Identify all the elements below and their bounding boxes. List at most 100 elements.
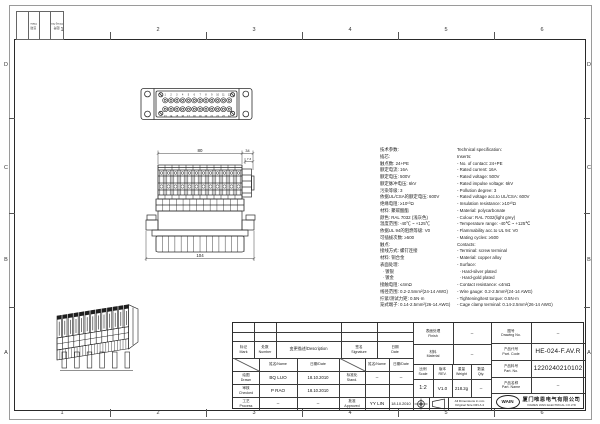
grid-ref: 1 <box>60 410 64 416</box>
contact-pin-bore <box>169 107 173 111</box>
terminal-screw <box>187 184 192 189</box>
contact-pin-bore <box>163 107 167 111</box>
iso-leg <box>74 351 80 369</box>
contact-number: 3 <box>176 94 178 97</box>
tb-line <box>491 323 492 410</box>
contact-number: 4 <box>182 94 184 97</box>
terminal-screw <box>222 171 227 175</box>
iso-leg <box>124 351 130 369</box>
dim-label-7-3: 7.3 <box>247 157 252 161</box>
isometric-view <box>56 304 139 371</box>
contact-pin-bore <box>222 99 225 102</box>
grid-ref: 3 <box>252 27 256 33</box>
grid-tick <box>9 118 15 119</box>
dimensions <box>144 150 256 261</box>
terminal-screw <box>180 184 185 189</box>
contact-pin-bore <box>227 107 231 111</box>
dimensions-note: All Dimensions in mm Original Size DIN A… <box>454 398 485 407</box>
contact-pin-bore <box>192 107 196 111</box>
terminal-screw <box>215 184 220 189</box>
contact-number: 6 <box>194 94 196 97</box>
tb-line <box>413 364 491 365</box>
terminal-screw <box>194 171 199 175</box>
company-block: WAIN 厦门唯恩电气有限公司 XIAMEN WAIN ELECTRICAL C… <box>491 393 585 410</box>
tb-line <box>448 397 449 410</box>
finish-value: – <box>470 331 474 336</box>
grid-ref: C <box>587 165 591 171</box>
iso-terminal-cap <box>57 315 62 320</box>
iso-terminal-cap <box>96 309 101 314</box>
contact-pin-bore <box>227 99 231 102</box>
qty-value: – <box>479 385 483 391</box>
approved-name: YY LIN <box>369 401 385 406</box>
contact-pin <box>226 106 233 113</box>
grid-ref: 3 <box>252 410 256 416</box>
part-no-value: 1220240210102 <box>533 365 583 372</box>
iso-terminal-cap <box>113 306 118 311</box>
lower-skirt <box>155 236 245 252</box>
grid-tick <box>494 409 495 417</box>
contact-number: 21 <box>210 115 213 118</box>
contact-pin <box>214 106 221 113</box>
grid-ref: 5 <box>444 27 448 33</box>
grid-ref: A <box>587 350 591 356</box>
contact-pin-bore <box>198 99 202 102</box>
grid-ref: 2 <box>156 410 160 416</box>
contact-number: 10 <box>216 94 219 97</box>
contact-pin <box>203 106 209 113</box>
contact-pin <box>197 97 203 104</box>
spec-text-english: Technical specification: Inserts: - No. … <box>457 147 553 308</box>
weight-label: 重量 Weight <box>455 367 468 376</box>
contact-pin <box>168 97 174 104</box>
contact-pin-bore <box>210 107 214 111</box>
contact-pin-bore <box>163 99 167 102</box>
tb-line <box>429 397 430 410</box>
grid-ref: B <box>4 257 8 263</box>
grid-tick <box>584 118 590 119</box>
grid-tick <box>494 32 495 40</box>
grid-ref: D <box>4 62 8 68</box>
corner-line <box>39 12 40 39</box>
approved-label: 批准 Approved <box>344 399 360 408</box>
contact-pin <box>168 106 174 113</box>
fixing-screw <box>158 92 164 98</box>
spec-text-chinese: 技术参数: 插芯: 触点数: 24+PE 额定电流: 16A 额定电压: 500… <box>380 147 451 308</box>
contact-pin <box>208 97 215 104</box>
dim-tick <box>252 257 256 260</box>
contact-number: 8 <box>205 94 207 97</box>
tb-line <box>433 364 434 397</box>
terminal-screw <box>236 171 241 175</box>
contact-number: 23 <box>222 115 225 118</box>
iso-leg <box>61 351 67 369</box>
contact-pin-bore <box>210 99 214 102</box>
contact-pin-bore <box>216 99 219 102</box>
fixing-screw <box>230 110 236 116</box>
tb-line <box>233 332 413 333</box>
tb-line <box>531 323 532 393</box>
grid-ref: 6 <box>540 27 544 33</box>
contact-number: 7 <box>199 94 201 97</box>
corner-repeat-table: 日期 Date 图号 Drwg.No. <box>16 11 64 40</box>
guide-hole <box>242 90 250 98</box>
process-date: – <box>316 401 320 406</box>
grid-tick <box>398 409 399 417</box>
contact-number: 12 <box>228 94 231 97</box>
contact-pin <box>191 97 198 104</box>
part-name-value: – <box>556 382 560 388</box>
dim-label-104: 104 <box>196 253 204 258</box>
tb-line <box>233 341 413 342</box>
iso-terminal-cap <box>118 305 123 311</box>
drawn-name: BQ LUO <box>269 375 287 380</box>
wain-logo: WAIN <box>495 394 520 409</box>
stand-label: 标准化 Stand. <box>346 373 358 382</box>
weight-value: 218.2g <box>454 385 469 391</box>
grid-ref: B <box>587 257 591 263</box>
rev-mark-header: 标记 Mark <box>239 345 248 354</box>
tb-line <box>452 364 453 397</box>
tb-line <box>233 358 413 359</box>
terminal-screw <box>215 171 220 175</box>
contact-pin <box>179 97 186 104</box>
grid-tick <box>584 213 590 214</box>
iso-leg <box>99 351 105 369</box>
